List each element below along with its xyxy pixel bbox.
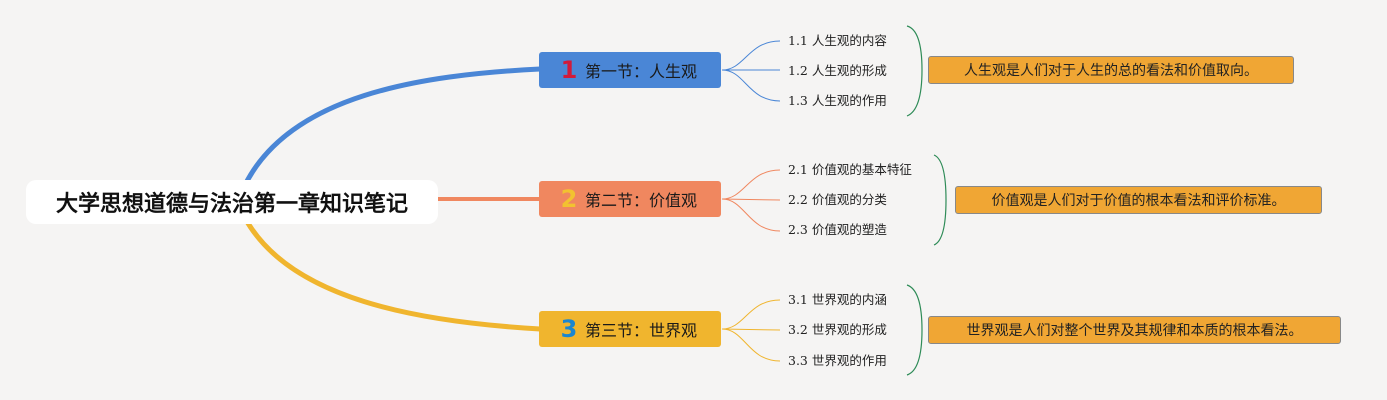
- summary-2[interactable]: 价值观是人们对于价值的根本看法和评价标准。: [955, 186, 1322, 214]
- sub-lines-2: [721, 169, 781, 232]
- subtopic-3-3[interactable]: 3.3 世界观的作用: [788, 353, 887, 368]
- sub-lines-3: [721, 299, 781, 362]
- number-badge-2: 2: [560, 185, 578, 213]
- bracket-2: [933, 154, 947, 246]
- section-node-3[interactable]: 3 第三节：世界观: [539, 311, 721, 347]
- section-label-2: 第二节：价值观: [585, 191, 698, 210]
- subtopic-2-2[interactable]: 2.2 价值观的分类: [788, 192, 887, 207]
- branch-line-3: [242, 215, 543, 332]
- section-label-3: 第三节：世界观: [585, 321, 698, 340]
- section-label-1: 第一节：人生观: [585, 62, 698, 81]
- root-topic[interactable]: 大学思想道德与法治第一章知识笔记: [26, 180, 438, 224]
- number-badge-3: 3: [560, 315, 578, 343]
- subtopic-1-3[interactable]: 1.3 人生观的作用: [788, 93, 887, 108]
- subtopic-1-2[interactable]: 1.2 人生观的形成: [788, 63, 887, 78]
- section-node-2[interactable]: 2 第二节：价值观: [539, 181, 721, 217]
- number-badge-1: 1: [560, 56, 578, 84]
- bracket-3: [906, 284, 923, 376]
- bracket-1: [906, 25, 923, 117]
- branch-line-1: [242, 66, 543, 188]
- subtopic-3-2[interactable]: 3.2 世界观的形成: [788, 322, 887, 337]
- subtopic-2-3[interactable]: 2.3 价值观的塑造: [788, 222, 887, 237]
- sub-lines-1: [721, 40, 781, 102]
- summary-3[interactable]: 世界观是人们对整个世界及其规律和本质的根本看法。: [928, 316, 1341, 344]
- subtopic-3-1[interactable]: 3.1 世界观的内涵: [788, 292, 887, 307]
- subtopic-1-1[interactable]: 1.1 人生观的内容: [788, 33, 887, 48]
- summary-1[interactable]: 人生观是人们对于人生的总的看法和价值取向。: [928, 56, 1294, 84]
- subtopic-2-1[interactable]: 2.1 价值观的基本特征: [788, 162, 912, 177]
- section-node-1[interactable]: 1 第一节：人生观: [539, 52, 721, 88]
